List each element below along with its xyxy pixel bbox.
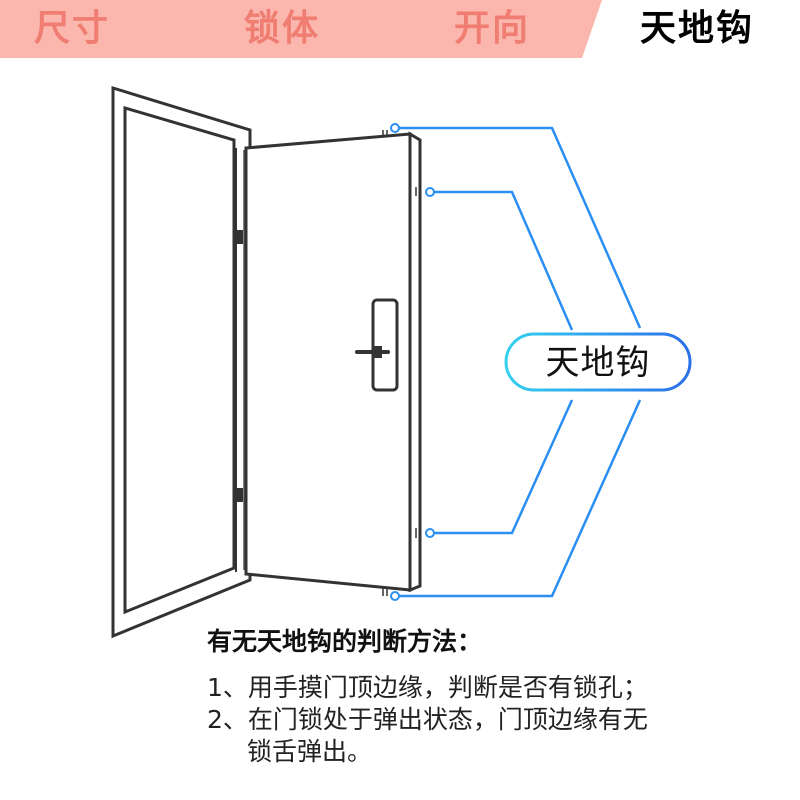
callout-line-top-outer — [396, 126, 642, 329]
lock-plate — [371, 298, 399, 392]
hinge-top — [237, 230, 243, 244]
callout-dot-bottom-outer — [390, 591, 400, 601]
callout-dot-top-outer — [390, 123, 400, 133]
hook-bolt-bottom-inner — [415, 528, 421, 538]
howto-step-1: 1、用手摸门顶边缘，判断是否有锁孔； — [207, 673, 648, 702]
tab-bar-background — [0, 0, 602, 58]
howto-step-2-continued: 锁舌弹出。 — [247, 737, 373, 766]
handle-knob — [374, 346, 382, 358]
callout-line-bottom-inner — [431, 399, 574, 535]
tab-lock-body[interactable]: 锁体 — [244, 8, 321, 49]
callout-dot-top-inner — [425, 187, 435, 197]
callout-pill — [504, 332, 692, 392]
callout-label: 天地钩 — [545, 343, 651, 383]
callout-line-top-inner — [431, 190, 574, 331]
hinge-bottom — [237, 488, 243, 502]
callout-line-bottom-outer — [396, 399, 642, 598]
tab-opening-direction[interactable]: 开向 — [454, 8, 531, 49]
tab-bar: 尺寸 锁体 开向 天地钩 — [0, 0, 800, 58]
tab-top-bottom-hook[interactable]: 天地钩 — [640, 8, 755, 49]
howto-step-2: 2、在门锁处于弹出状态，门顶边缘有无 — [207, 705, 648, 734]
hook-bolt-top-outer — [382, 130, 388, 137]
tab-size[interactable]: 尺寸 — [34, 8, 111, 49]
hook-bolt-top-inner — [415, 187, 421, 196]
door-edge — [408, 131, 422, 593]
howto-title: 有无天地钩的判断方法： — [207, 627, 483, 656]
door-frame-inner — [123, 105, 236, 615]
hook-bolt-bottom-outer — [382, 588, 388, 596]
callout-dot-bottom-inner — [425, 528, 435, 538]
door-frame-outer — [111, 85, 252, 639]
